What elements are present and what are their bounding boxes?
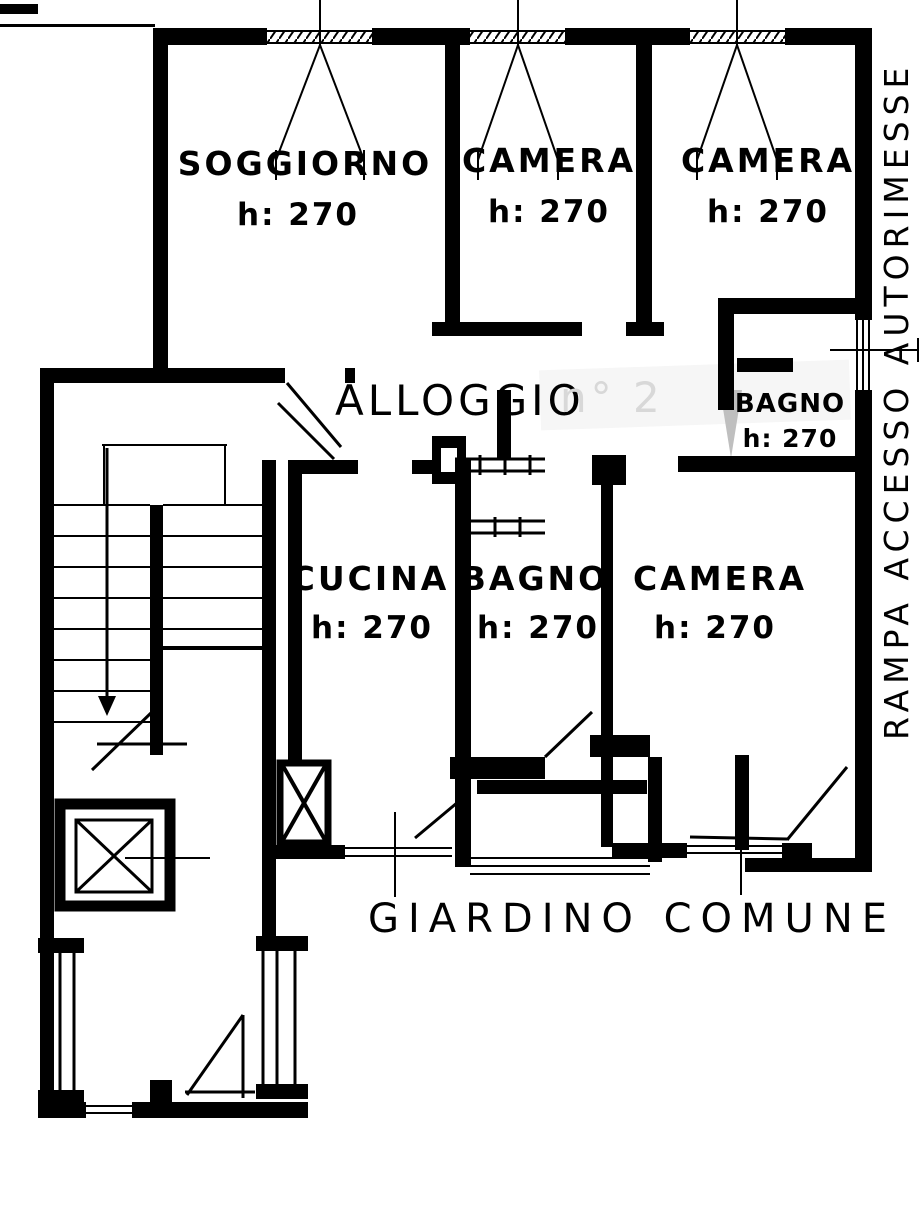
hatched-pillar	[276, 759, 332, 847]
label-soggiorno-height: h: 270	[237, 197, 359, 233]
door-swings	[90, 382, 849, 1098]
label-bagno-top-right: BAGNO	[735, 389, 845, 419]
label-alloggio-number: n° 2	[560, 373, 664, 422]
label-cucina-height: h: 270	[311, 610, 433, 646]
label-soggiorno: SOGGIORNO	[178, 144, 432, 183]
label-camera-top-mid: CAMERA	[462, 141, 636, 180]
porch-columns	[45, 951, 297, 1090]
walls	[0, 4, 872, 1118]
label-camera-top-right: CAMERA	[681, 141, 855, 180]
label-giardino-comune: GIARDINO COMUNE	[368, 896, 896, 942]
label-alloggio: ALLOGGIO	[335, 376, 585, 425]
label-bagno-mid-height: h: 270	[477, 610, 599, 646]
staircase	[54, 444, 262, 755]
label-bagno-mid: BAGNO	[461, 559, 609, 598]
label-camera-bottom: CAMERA	[633, 559, 807, 598]
top-windows	[267, 0, 785, 180]
label-camera-top-right-height: h: 270	[707, 194, 829, 230]
label-rampa-accesso: RAMPA ACCESSO AUTORIMESSE	[877, 62, 916, 740]
garden-windows	[86, 810, 782, 1114]
room-labels: SOGGIORNO h: 270 CAMERA h: 270 CAMERA h:…	[178, 141, 855, 646]
label-camera-top-mid-height: h: 270	[488, 194, 610, 230]
label-bagno-top-right-height: h: 270	[743, 424, 838, 453]
elevator	[54, 798, 176, 912]
area-labels: ALLOGGIO n° 2 GIARDINO COMUNE RAMPA ACCE…	[335, 62, 916, 942]
label-camera-bottom-height: h: 270	[654, 610, 776, 646]
side-window	[830, 320, 919, 390]
label-cucina: CUCINA	[291, 559, 450, 598]
bath-partitions	[455, 455, 545, 537]
